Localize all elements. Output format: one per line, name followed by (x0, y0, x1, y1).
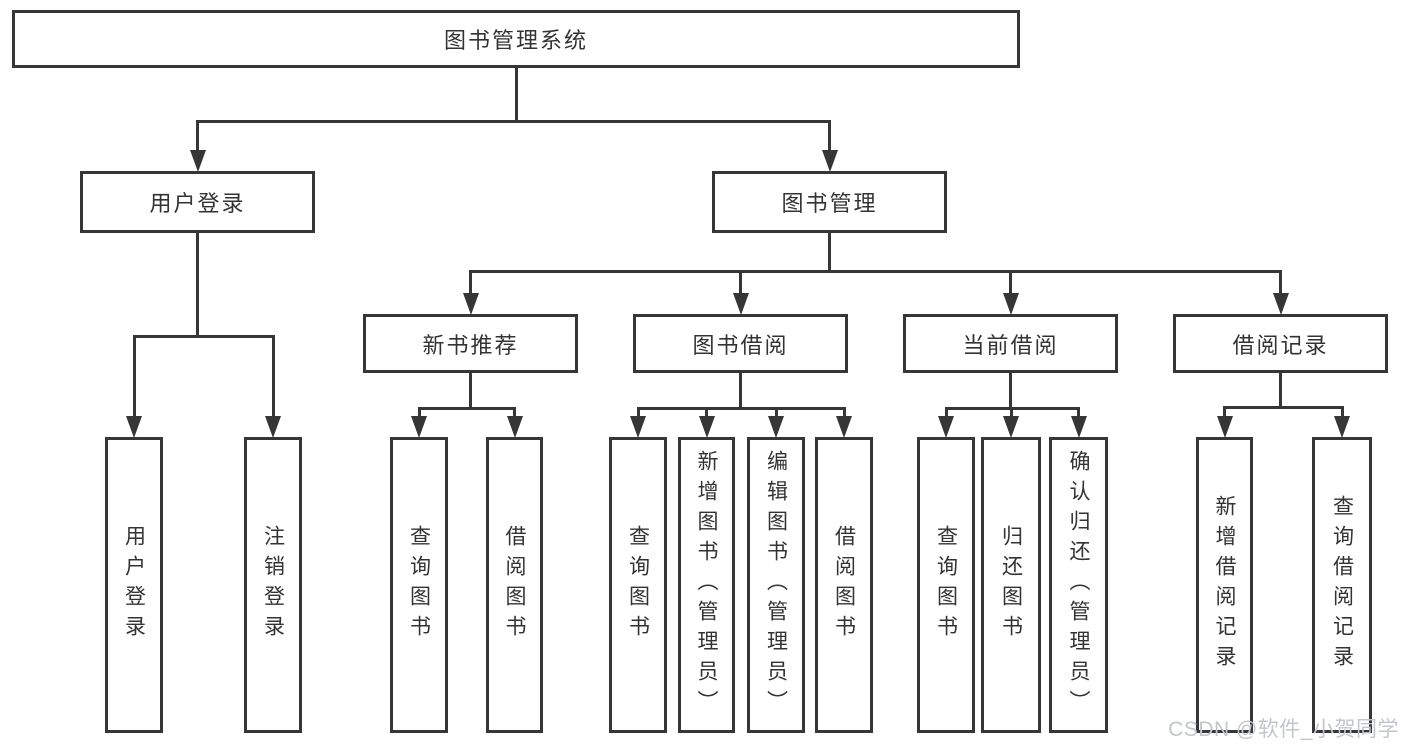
connector-line (196, 120, 831, 123)
connector-line (469, 270, 472, 294)
connector-line (514, 67, 518, 123)
arrowhead-icon (698, 416, 715, 438)
arrowhead-icon (462, 293, 479, 315)
connector-line (132, 335, 136, 417)
arrowhead-icon (768, 416, 784, 438)
node-login_user: 用户登录 (105, 437, 163, 733)
connector-line (417, 407, 421, 417)
connector-line (196, 232, 199, 338)
arrowhead-icon (821, 150, 838, 172)
node-label: 用户登录 (122, 525, 146, 645)
node-label: 图书借阅 (692, 332, 789, 358)
node-rec_query: 查询图书 (390, 437, 448, 733)
node-root: 图书管理系统 (12, 10, 1020, 68)
connector-line (1279, 270, 1282, 294)
node-label: 查询图书 (934, 525, 958, 645)
connector-line (1009, 270, 1012, 294)
node-recs_add: 新增借阅记录 (1196, 437, 1253, 733)
node-label: 借阅图书 (832, 525, 856, 645)
connector-line (828, 232, 831, 273)
arrowhead-icon (836, 416, 852, 438)
node-mgmt: 图书管理 (712, 171, 947, 233)
connector-line (1223, 406, 1226, 417)
connector-line (705, 407, 708, 417)
csdn-watermark: CSDN @软件_小贺同学 (1168, 718, 1399, 741)
connector-line (1009, 372, 1012, 410)
arrowhead-icon (938, 416, 954, 438)
arrowhead-icon (1070, 416, 1087, 438)
node-borrow_borrow: 借阅图书 (815, 437, 873, 733)
node-label: 新增借阅记录 (1213, 495, 1237, 675)
node-label: 借阅记录 (1232, 332, 1329, 358)
node-label: 借阅图书 (503, 525, 527, 645)
connector-line (469, 270, 1282, 273)
node-label: 当前借阅 (962, 332, 1059, 358)
connector-line (417, 407, 516, 410)
arrowhead-icon (1002, 293, 1019, 315)
node-rec_borrow: 借阅图书 (486, 437, 543, 733)
node-label: 新书推荐 (422, 332, 519, 358)
node-label: 图书管理系统 (443, 28, 588, 53)
arrowhead-icon (189, 150, 206, 172)
arrowhead-icon (126, 416, 142, 438)
node-rec: 新书推荐 (363, 314, 578, 373)
connector-line (469, 372, 472, 410)
connector-line (1077, 407, 1080, 417)
connector-line (513, 407, 516, 417)
arrowhead-icon (732, 293, 749, 315)
connector-line (132, 335, 275, 338)
node-label: 编辑图书（管理员） (764, 450, 788, 720)
node-label: 新增图书（管理员） (695, 450, 719, 720)
connector-line (271, 335, 275, 417)
node-label: 用户登录 (149, 191, 246, 216)
arrowhead-icon (506, 416, 523, 438)
connector-line (1009, 407, 1013, 417)
node-label: 图书管理 (781, 191, 878, 216)
connector-line (196, 120, 199, 151)
arrowhead-icon (630, 416, 646, 438)
node-label: 注销登录 (261, 525, 285, 645)
arrowhead-icon (265, 416, 281, 438)
connector-line (739, 372, 742, 410)
connector-line (636, 407, 846, 410)
node-label: 查询图书 (407, 525, 431, 645)
connector-line (774, 407, 778, 417)
node-borrow: 图书借阅 (633, 314, 848, 373)
connector-line (636, 407, 640, 417)
connector-line (944, 407, 948, 417)
node-label: 查询借阅记录 (1330, 495, 1354, 675)
arrowhead-icon (1216, 416, 1233, 438)
node-label: 查询图书 (626, 525, 650, 645)
node-borrow_add: 新增图书（管理员） (678, 437, 735, 733)
node-cur_query: 查询图书 (917, 437, 975, 733)
node-recs_query: 查询借阅记录 (1312, 437, 1372, 733)
node-current: 当前借阅 (903, 314, 1118, 373)
connector-line (1223, 406, 1344, 409)
node-records: 借阅记录 (1173, 314, 1388, 373)
connector-line (1279, 372, 1282, 409)
connector-line (828, 120, 831, 151)
connector-line (739, 270, 742, 294)
node-cur_confirm: 确认归还（管理员） (1049, 437, 1108, 733)
arrowhead-icon (1334, 416, 1350, 438)
node-cur_return: 归还图书 (981, 437, 1041, 733)
node-borrow_query: 查询图书 (609, 437, 667, 733)
node-label: 确认归还（管理员） (1067, 450, 1091, 720)
node-label: 归还图书 (999, 525, 1023, 645)
connector-line (1340, 406, 1344, 417)
node-login: 用户登录 (80, 171, 315, 233)
arrowhead-icon (1272, 293, 1289, 315)
node-login_logout: 注销登录 (244, 437, 302, 733)
connector-line (842, 407, 846, 417)
node-borrow_edit: 编辑图书（管理员） (747, 437, 805, 733)
arrowhead-icon (411, 416, 427, 438)
arrowhead-icon (1003, 416, 1019, 438)
